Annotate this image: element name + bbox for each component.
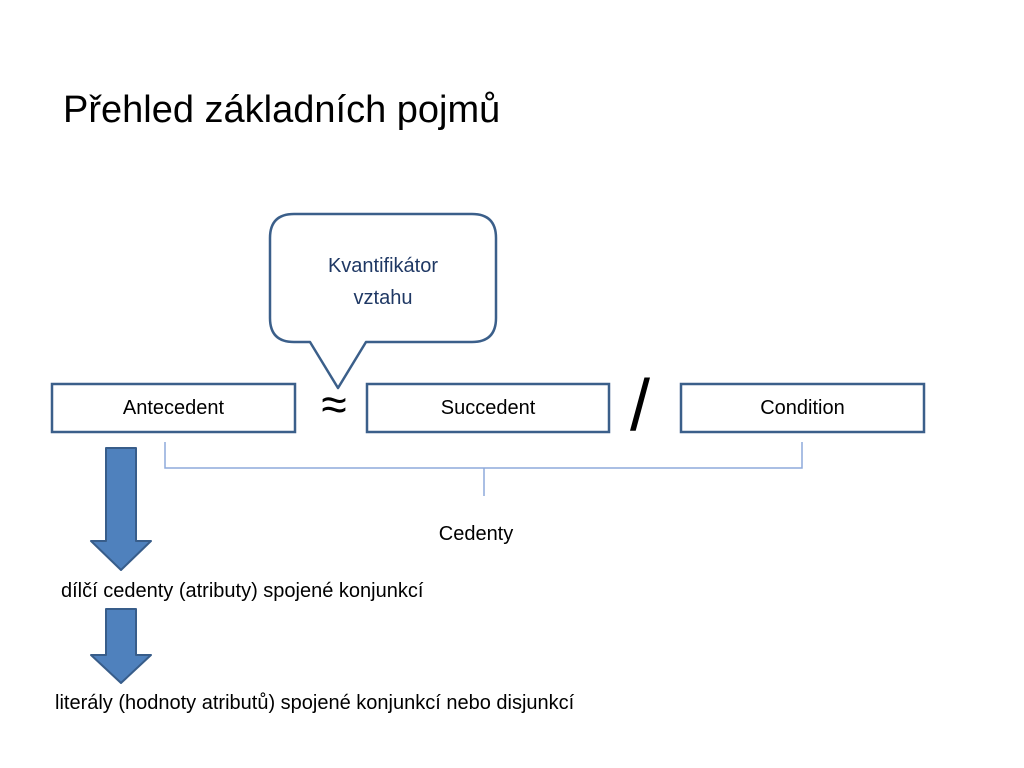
condition-box-frame: [679, 382, 926, 434]
callout-bubble: [268, 212, 498, 390]
down-arrow-2-icon: [90, 608, 152, 684]
literals-text: literály (hodnoty atributů) spojené konj…: [55, 692, 575, 714]
cedenty-bracket: [164, 442, 803, 496]
succedent-box-frame: [365, 382, 611, 434]
approx-symbol: ≈: [321, 378, 347, 430]
condition-box: Condition: [760, 396, 845, 419]
down-arrow-1-icon: [90, 447, 152, 571]
antecedent-box: Antecedent: [122, 396, 225, 419]
slide-title: Přehled základních pojmů: [63, 89, 501, 131]
slash-symbol: /: [629, 366, 650, 446]
callout-line-2: vztahu: [353, 287, 413, 309]
cedenty-label: Cedenty: [438, 523, 514, 545]
succedent-box: Succedent: [440, 396, 536, 419]
quantifier-callout-text: Kvantifikátor vztahu: [272, 250, 494, 314]
antecedent-box-frame: [50, 382, 297, 434]
partial-cedents-text: dílčí cedenty (atributy) spojené konjunk…: [61, 580, 424, 602]
callout-line-1: Kvantifikátor: [327, 255, 439, 277]
